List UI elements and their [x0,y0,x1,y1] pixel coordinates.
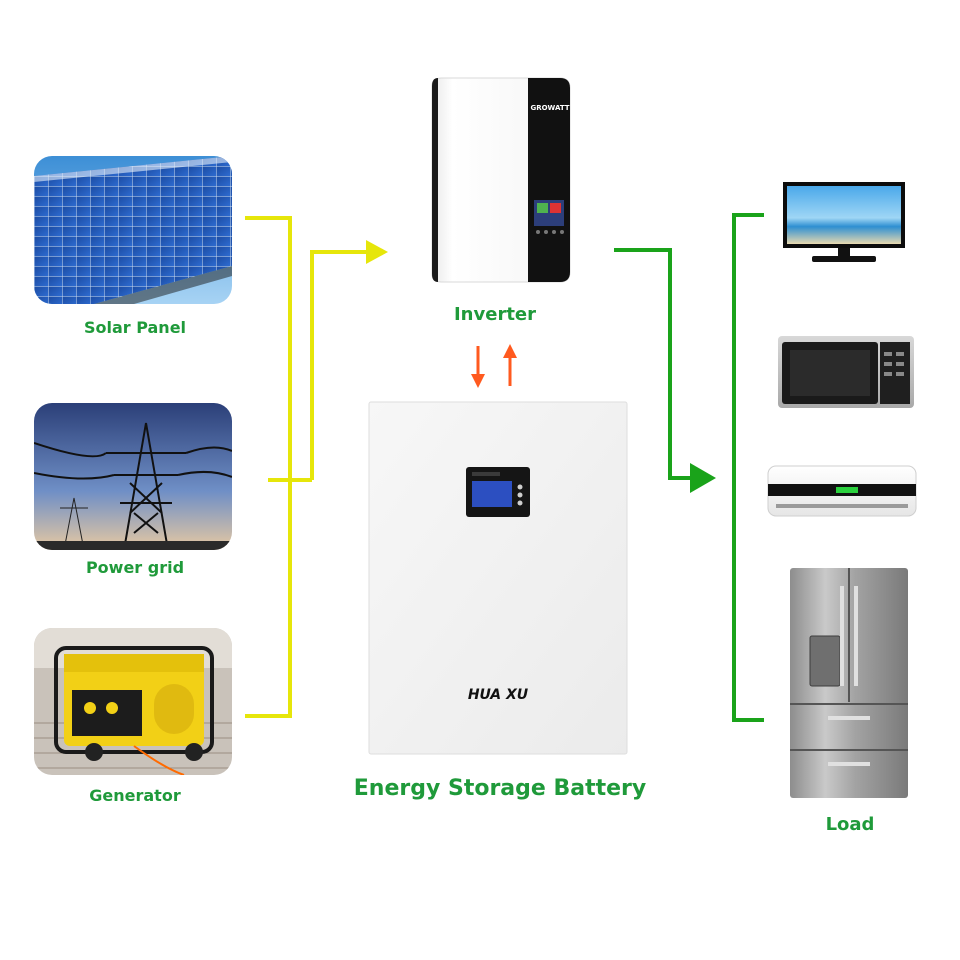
power-grid-image [34,403,232,550]
tv-image [782,181,906,265]
load-lines [614,213,764,722]
source-lines [245,216,368,718]
load-label: Load [825,814,875,835]
power-grid-label: Power grid [85,558,185,577]
load-input-arrow [690,463,716,493]
generator-label: Generator [89,786,181,805]
generator-image [34,628,232,775]
refrigerator-image [788,566,910,800]
inverter-brand: GROWATT [530,104,570,112]
inverter-label: Inverter [453,304,537,325]
solar-panel-label: Solar Panel [83,318,187,337]
battery-image: HUA XU [368,401,628,755]
solar-panel-image [34,156,232,304]
inverter-input-arrow [366,240,388,264]
battery-label: Energy Storage Battery [353,776,647,801]
battery-brand: HUA XU [467,687,529,703]
inverter-image: GROWATT [428,76,572,286]
battery-arrows [471,344,517,388]
microwave-image [776,334,916,414]
air-conditioner-image [766,464,918,520]
